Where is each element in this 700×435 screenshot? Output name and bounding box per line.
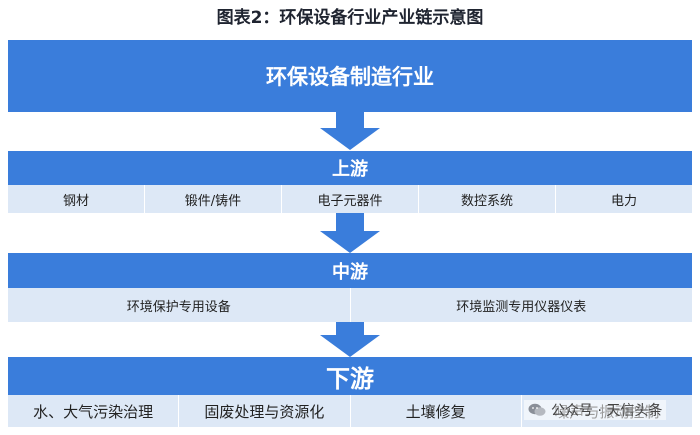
upstream-banner: 上游 [8,151,692,185]
upstream-item: 钢材 [8,185,145,213]
upstream-item: 电子元器件 [282,185,419,213]
down-arrow-icon [320,322,380,357]
down-arrow-icon [320,213,380,253]
manufacturing-banner: 环保设备制造行业 [8,40,692,112]
midstream-item: 环境保护专用设备 [8,288,351,322]
watermark-text: 公众号 · 天信头条 [551,403,663,419]
midstream-banner: 中游 [8,253,692,288]
upstream-row: 钢材 锻件/铸件 电子元器件 数控系统 电力 [8,185,692,213]
midstream-row: 环境保护专用设备 环境监测专用仪器仪表 [8,288,692,322]
down-arrow-icon [320,112,380,150]
upstream-item: 电力 [610,193,637,209]
watermark: 公众号 · 天信头条 [524,400,667,420]
upstream-item: 数控系统 [419,185,556,213]
downstream-item: 固废处理与资源化 [179,395,351,427]
wechat-icon [528,403,546,416]
downstream-item: 水、大气污染治理 [8,395,180,427]
downstream-banner: 下游 [8,357,692,395]
midstream-item: 环境监测专用仪器仪表 [456,299,587,315]
upstream-item: 锻件/铸件 [145,185,282,213]
downstream-item: 土壤修复 [351,395,522,427]
chart-title: 图表2：环保设备行业产业链示意图 [216,8,484,28]
